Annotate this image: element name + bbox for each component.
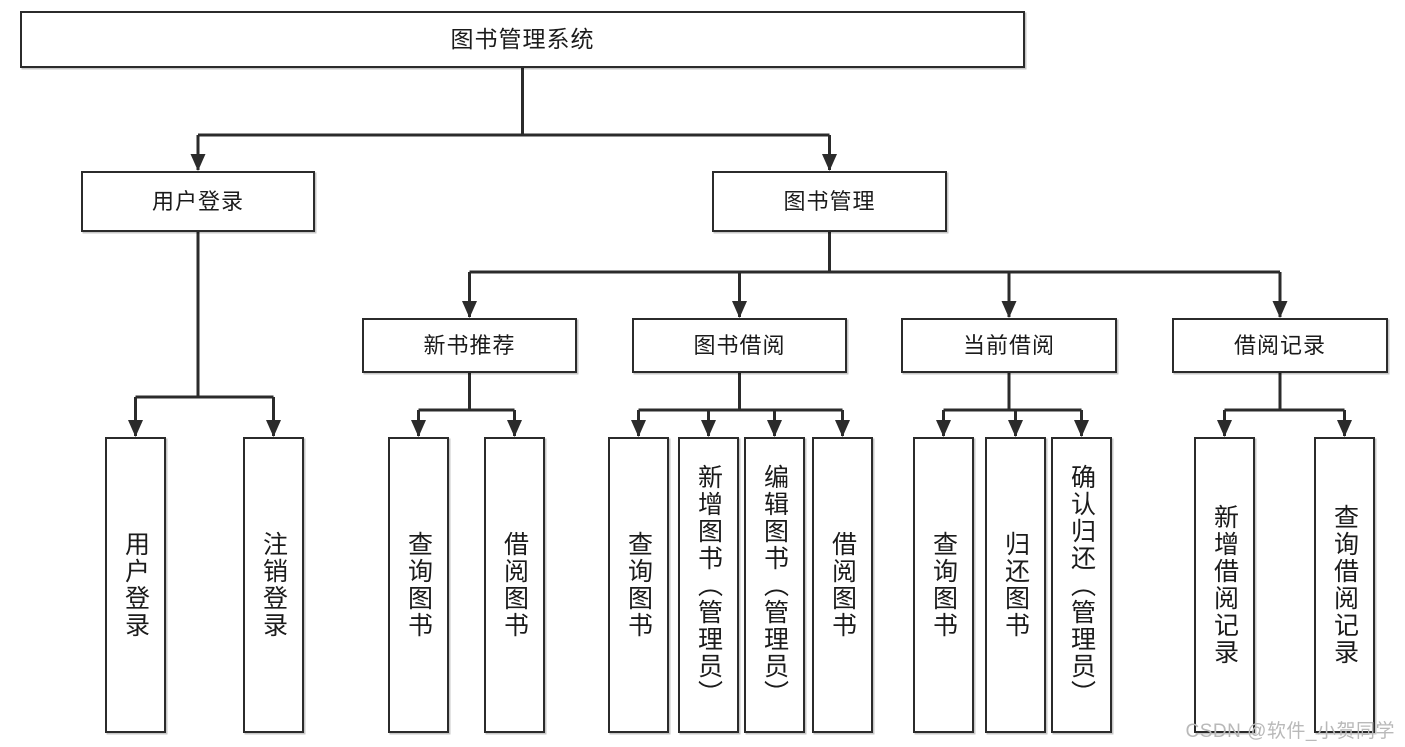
node-leaf-logout[interactable]: 注销登录 <box>243 437 304 733</box>
arrow-head-icon-leaf-query-book-2 <box>631 420 646 437</box>
arrow-head-icon-user-login <box>190 154 206 171</box>
node-leaf-query-record[interactable]: 查询借阅记录 <box>1314 437 1375 733</box>
node-root[interactable]: 图书管理系统 <box>20 11 1025 68</box>
node-book-manage[interactable]: 图书管理 <box>712 171 947 232</box>
node-leaf-query-book-1[interactable]: 查询图书 <box>388 437 449 733</box>
node-label-leaf-edit-book: 编辑图书（管理员） <box>760 463 789 707</box>
node-leaf-add-book[interactable]: 新增图书（管理员） <box>678 437 739 733</box>
arrow-head-icon-leaf-add-book <box>701 420 716 437</box>
node-label-leaf-query-book-1: 查询图书 <box>404 531 433 639</box>
arrow-head-icon-leaf-query-book-3 <box>936 420 951 437</box>
arrow-head-icon-leaf-return-book <box>1008 420 1023 437</box>
node-borrow-record[interactable]: 借阅记录 <box>1172 318 1388 373</box>
node-label-new-book-recommend: 新书推荐 <box>423 332 516 358</box>
node-leaf-edit-book[interactable]: 编辑图书（管理员） <box>744 437 805 733</box>
node-leaf-query-book-2[interactable]: 查询图书 <box>608 437 669 733</box>
arrow-head-icon-leaf-confirm-return <box>1074 420 1089 437</box>
node-label-book-borrow: 图书借阅 <box>693 332 786 358</box>
arrow-head-icon-leaf-user-login <box>128 420 143 437</box>
node-leaf-query-book-3[interactable]: 查询图书 <box>913 437 974 733</box>
arrow-head-icon-current-borrow <box>1001 301 1017 318</box>
node-label-leaf-logout: 注销登录 <box>259 531 288 639</box>
node-label-leaf-borrow-book-1: 借阅图书 <box>500 531 529 639</box>
node-leaf-add-record[interactable]: 新增借阅记录 <box>1194 437 1255 733</box>
node-label-root: 图书管理系统 <box>450 26 595 53</box>
node-label-leaf-query-book-2: 查询图书 <box>624 531 653 639</box>
arrow-head-icon-leaf-borrow-book-1 <box>507 420 522 437</box>
node-leaf-borrow-book-1[interactable]: 借阅图书 <box>484 437 545 733</box>
node-current-borrow[interactable]: 当前借阅 <box>901 318 1117 373</box>
arrow-head-icon-new-book-recommend <box>462 301 477 318</box>
node-label-leaf-add-record: 新增借阅记录 <box>1210 504 1239 666</box>
arrow-head-icon-leaf-query-record <box>1337 420 1352 437</box>
arrow-head-icon-borrow-record <box>1272 301 1288 318</box>
arrow-head-icon-book-borrow <box>732 301 747 318</box>
node-leaf-confirm-return[interactable]: 确认归还（管理员） <box>1051 437 1112 733</box>
arrow-head-icon-leaf-borrow-book-2 <box>835 420 850 437</box>
node-label-leaf-user-login: 用户登录 <box>121 531 150 639</box>
node-leaf-user-login[interactable]: 用户登录 <box>105 437 166 733</box>
node-label-book-manage: 图书管理 <box>783 188 876 214</box>
node-new-book-recommend[interactable]: 新书推荐 <box>362 318 577 373</box>
node-label-leaf-confirm-return: 确认归还（管理员） <box>1067 463 1096 707</box>
node-book-borrow[interactable]: 图书借阅 <box>632 318 847 373</box>
arrow-head-icon-leaf-query-book-1 <box>411 420 426 437</box>
node-label-leaf-borrow-book-2: 借阅图书 <box>828 531 857 639</box>
arrow-head-icon-leaf-add-record <box>1217 420 1232 437</box>
node-label-leaf-query-record: 查询借阅记录 <box>1330 504 1359 666</box>
arrow-head-icon-leaf-logout <box>266 420 281 437</box>
node-leaf-borrow-book-2[interactable]: 借阅图书 <box>812 437 873 733</box>
node-user-login[interactable]: 用户登录 <box>81 171 315 232</box>
node-label-borrow-record: 借阅记录 <box>1233 332 1326 358</box>
node-label-leaf-query-book-3: 查询图书 <box>929 531 958 639</box>
node-label-leaf-add-book: 新增图书（管理员） <box>694 463 723 707</box>
watermark-text: CSDN @软件_小贺同学 <box>1185 721 1395 742</box>
arrow-head-icon-leaf-edit-book <box>767 420 782 437</box>
node-label-user-login: 用户登录 <box>151 188 244 214</box>
arrow-head-icon-book-manage <box>822 154 837 171</box>
node-label-leaf-return-book: 归还图书 <box>1001 531 1030 639</box>
node-label-current-borrow: 当前借阅 <box>962 332 1055 358</box>
node-leaf-return-book[interactable]: 归还图书 <box>985 437 1046 733</box>
